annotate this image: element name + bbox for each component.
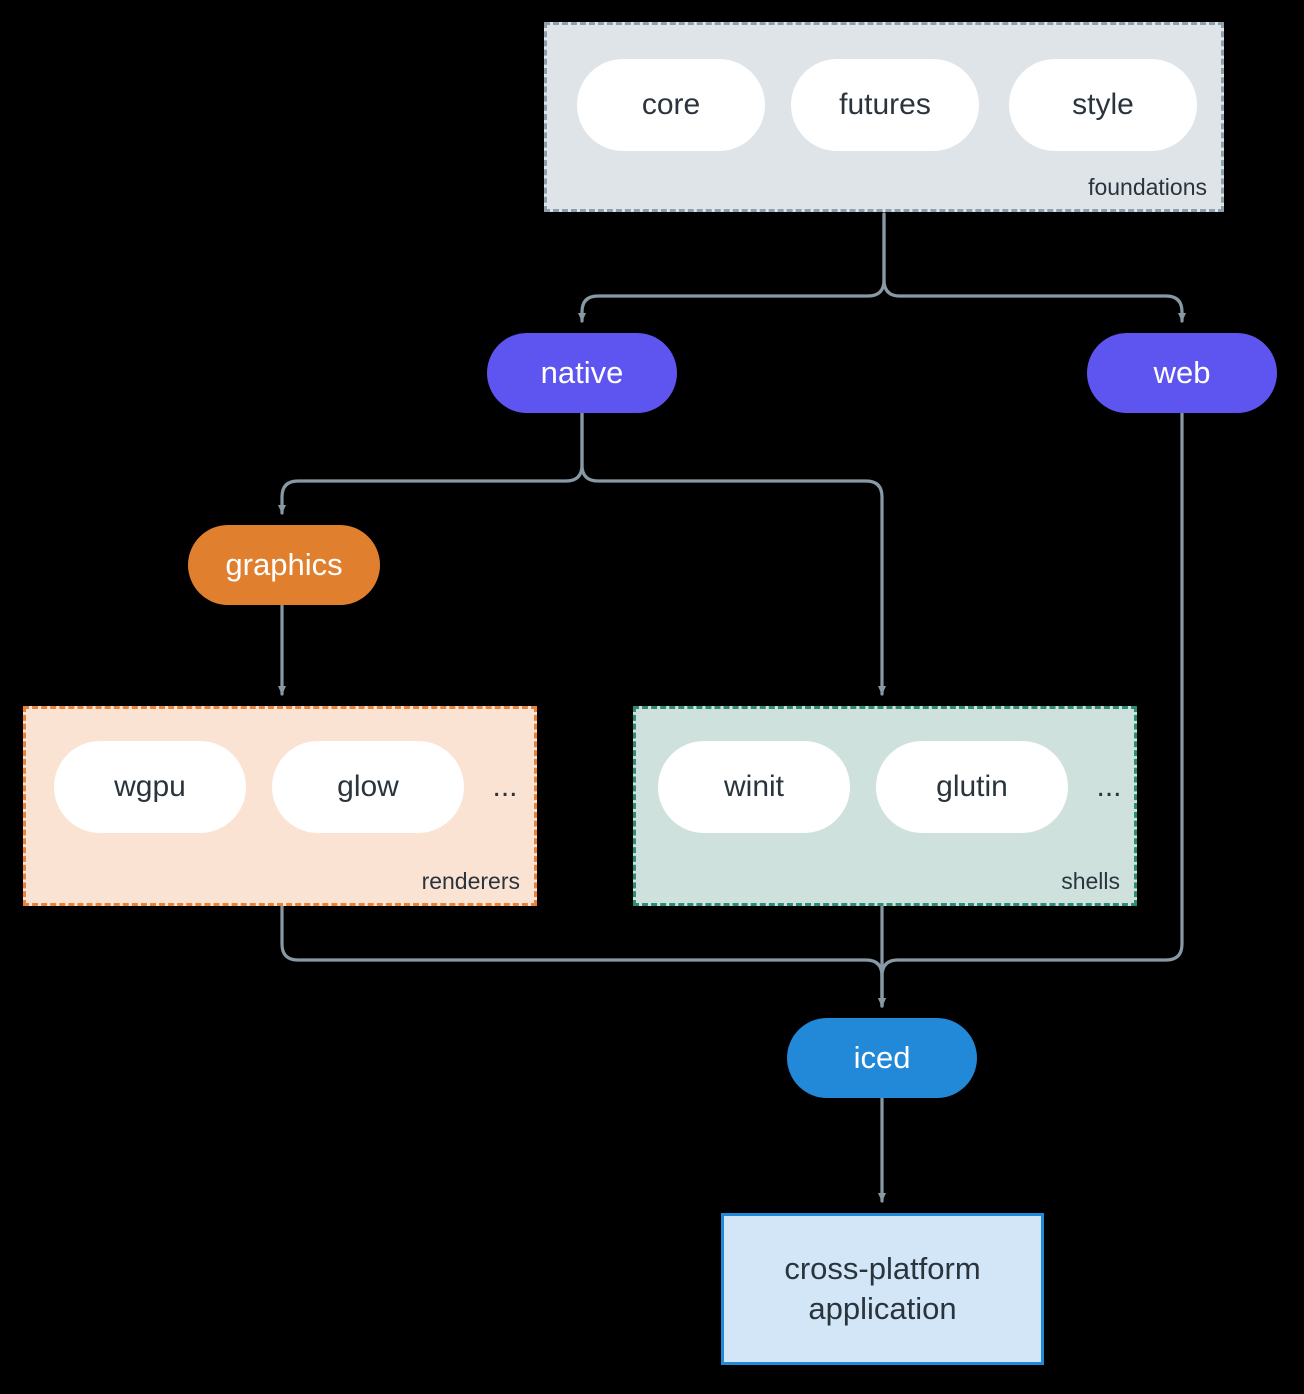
pill-glow[interactable]: glow (272, 741, 464, 833)
renderers-pill-group: wgpu glow ... (26, 709, 534, 903)
shells-pill-group: winit glutin ... (636, 709, 1134, 903)
edge-foundations-web (882, 212, 1186, 323)
foundations-pill-group: core futures style (547, 25, 1221, 209)
cluster-label-renderers: renderers (421, 868, 520, 894)
ellipsis-shells: ... (1096, 770, 1122, 803)
cluster-renderers: wgpu glow ... renderers (23, 706, 537, 906)
application-label-line1: cross-platform (784, 1251, 981, 1287)
cluster-label-shells: shells (1061, 868, 1120, 894)
node-cross-platform-application[interactable]: cross-platform application (721, 1213, 1044, 1365)
edge-foundations-native (578, 212, 886, 323)
node-native[interactable]: native (487, 333, 677, 413)
edge-web-iced (878, 411, 1184, 1008)
application-label-line2: application (808, 1291, 957, 1326)
edge-native-shells (580, 411, 886, 696)
edge-native-graphics (278, 411, 584, 515)
node-web[interactable]: web (1087, 333, 1277, 413)
pill-wgpu[interactable]: wgpu (54, 741, 246, 833)
node-graphics[interactable]: graphics (188, 525, 380, 605)
pill-winit[interactable]: winit (658, 741, 850, 833)
pill-core[interactable]: core (577, 59, 765, 151)
cluster-foundations: core futures style foundations (544, 22, 1224, 212)
pill-glutin[interactable]: glutin (876, 741, 1068, 833)
node-iced[interactable]: iced (787, 1018, 977, 1098)
edge-renderers-iced (280, 904, 886, 1008)
cluster-label-foundations: foundations (1088, 174, 1207, 200)
cluster-shells: winit glutin ... shells (633, 706, 1137, 906)
ellipsis-renderers: ... (492, 770, 518, 803)
pill-futures[interactable]: futures (791, 59, 979, 151)
pill-style[interactable]: style (1009, 59, 1197, 151)
